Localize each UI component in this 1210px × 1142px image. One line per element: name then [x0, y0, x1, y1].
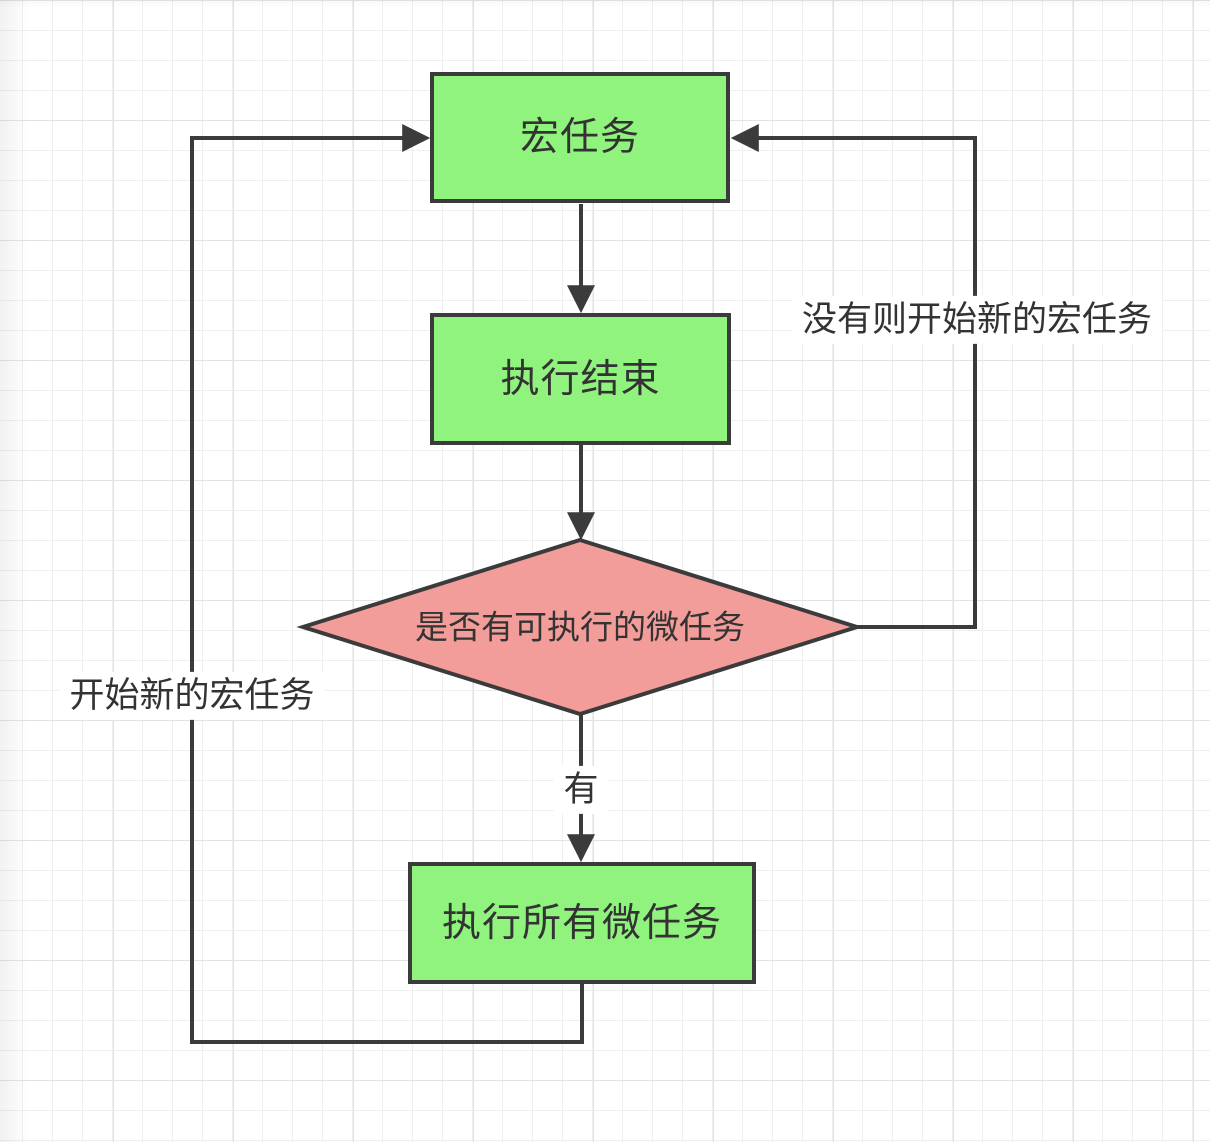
edge-microtasks-to-macro: [190, 124, 584, 1044]
edge-label-start-new-macro-task: 开始新的宏任务: [59, 671, 325, 721]
edge-decision-to-macro: [730, 124, 977, 629]
node-run-all-microtasks-label: 执行所有微任务: [441, 901, 722, 945]
node-execution-finished: 执行结束: [430, 313, 731, 445]
node-macro-task: 宏任务: [430, 72, 730, 203]
node-macro-task-label: 宏任务: [519, 116, 640, 159]
node-run-all-microtasks: 执行所有微任务: [408, 862, 756, 984]
node-decision-label: 是否有可执行的微任务: [415, 608, 745, 646]
edge-label-yes: 有: [553, 765, 609, 815]
node-execution-finished-label: 执行结束: [500, 357, 661, 401]
decision-diamond-shape: [296, 537, 864, 717]
edge-label-none-start-new-macro-task: 没有则开始新的宏任务: [791, 295, 1163, 345]
